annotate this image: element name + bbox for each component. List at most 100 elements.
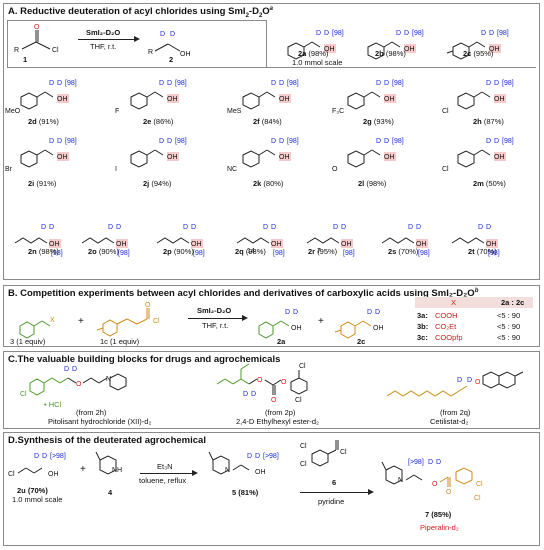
- reaction-arrow-d1: [140, 473, 194, 474]
- svg-text:Cl: Cl: [476, 481, 483, 488]
- svg-text:OH: OH: [416, 241, 427, 248]
- svg-text:D: D: [108, 224, 113, 231]
- svg-text:D: D: [489, 30, 494, 37]
- svg-text:D: D: [293, 309, 298, 316]
- compound-2o-label: 2o (90%): [88, 247, 119, 256]
- svg-text:D: D: [191, 224, 196, 231]
- svg-text:[98]: [98]: [175, 138, 187, 145]
- svg-text:N: N: [106, 376, 111, 383]
- svg-text:[98]: [98]: [273, 250, 285, 257]
- svg-text:D: D: [183, 224, 188, 231]
- svg-text:D: D: [285, 309, 290, 316]
- compound-2m-label: 2m (50%): [473, 179, 506, 188]
- table-row-id: 3a:: [417, 311, 428, 320]
- compound-2h-label: 2h (87%): [473, 117, 504, 126]
- pitolisant-name: Pitolisant hydrochloride (XII)-d₂: [48, 417, 152, 426]
- svg-text:Cl: Cl: [153, 318, 160, 325]
- svg-text:NH: NH: [112, 467, 122, 474]
- compound-2e-label: 2e (86%): [143, 117, 174, 126]
- svg-text:D: D: [486, 224, 491, 231]
- panel-a: A. Reductive deuteration of acyl chlorid…: [3, 3, 540, 280]
- svg-text:O: O: [34, 24, 40, 31]
- compound-2f-label: 2f (84%): [253, 117, 282, 126]
- table-row-x: COOpfp: [435, 333, 463, 342]
- svg-text:[98]: [98]: [502, 80, 514, 87]
- svg-text:D: D: [376, 138, 381, 145]
- svg-text:[98]: [98]: [175, 80, 187, 87]
- table-header-x: X: [451, 298, 457, 307]
- svg-text:14: 14: [247, 248, 255, 255]
- svg-text:D: D: [396, 30, 401, 37]
- svg-text:OH: OH: [384, 96, 395, 103]
- piperalin-name: Piperalin-d₂: [420, 523, 459, 532]
- svg-text:D: D: [279, 80, 284, 87]
- svg-text:[98]: [98]: [51, 250, 63, 257]
- arrow-head-d1: [192, 470, 198, 476]
- svg-text:D: D: [486, 80, 491, 87]
- svg-text:D: D: [263, 224, 268, 231]
- svg-text:D: D: [72, 366, 77, 373]
- plus-sign-b2: +: [318, 316, 324, 327]
- svg-text:D: D: [376, 80, 381, 87]
- svg-text:[98]: [98]: [287, 80, 299, 87]
- svg-text:D: D: [481, 30, 486, 37]
- from-2h-label: (from 2h): [76, 408, 107, 417]
- svg-text:D: D: [160, 31, 165, 38]
- compound-2b-label: 2b (98%): [375, 49, 406, 58]
- svg-text:[98]: [98]: [502, 138, 514, 145]
- svg-text:O: O: [332, 166, 338, 173]
- svg-text:Cl: Cl: [299, 363, 306, 370]
- svg-text:D: D: [271, 80, 276, 87]
- deuterated-alcohol-structure: R D D OH: [148, 31, 191, 58]
- svg-text:[>98]: [>98]: [263, 453, 279, 460]
- svg-text:[>98]: [>98]: [408, 459, 424, 466]
- svg-text:[98]: [98]: [193, 250, 205, 257]
- table-header-ratio: 2a : 2c: [501, 298, 525, 307]
- svg-text:D: D: [316, 30, 321, 37]
- svg-text:OH: OH: [57, 96, 68, 103]
- compound-2n-label: 2n (98%): [28, 247, 59, 256]
- svg-text:D: D: [494, 138, 499, 145]
- arrow-head-d2: [368, 489, 374, 495]
- compound-2k-label: 2k (80%): [253, 179, 284, 188]
- svg-text:OH: OH: [48, 471, 59, 478]
- final-product-label: 7 (85%): [425, 510, 452, 519]
- svg-text:MeO: MeO: [5, 108, 21, 115]
- start-number: 1: [23, 55, 28, 64]
- cetilistat-name: Cetilistat-d₂: [430, 417, 469, 426]
- svg-text:D: D: [478, 224, 483, 231]
- svg-text:D: D: [170, 31, 175, 38]
- acyl-chloride-6-structure: Cl Cl Cl: [300, 440, 347, 468]
- acyl-label-1c: 1c (1 equiv): [100, 337, 140, 346]
- panel-d-title: D.Synthesis of the deuterated agrochemic…: [8, 435, 206, 446]
- svg-text:D: D: [34, 453, 39, 460]
- svg-text:D: D: [384, 138, 389, 145]
- svg-text:[98]: [98]: [392, 80, 404, 87]
- compound-2s-label: 2s (70%): [388, 247, 419, 256]
- panel-c: C.The valuable building blocks for drugs…: [3, 351, 540, 429]
- svg-text:OH: OH: [384, 154, 395, 161]
- svg-text:OH: OH: [279, 96, 290, 103]
- svg-text:D: D: [333, 224, 338, 231]
- svg-text:D: D: [64, 366, 69, 373]
- svg-text:[98]: [98]: [412, 30, 424, 37]
- intermediate-5-label: 5 (81%): [232, 488, 259, 497]
- svg-text:OH: OH: [49, 241, 60, 248]
- phenylethyl-x-structure: X: [19, 317, 55, 339]
- compound-2t-label: 2t (70%): [468, 247, 497, 256]
- amine-label: 4: [108, 488, 113, 497]
- table-row-ratio: <5 : 90: [497, 311, 521, 320]
